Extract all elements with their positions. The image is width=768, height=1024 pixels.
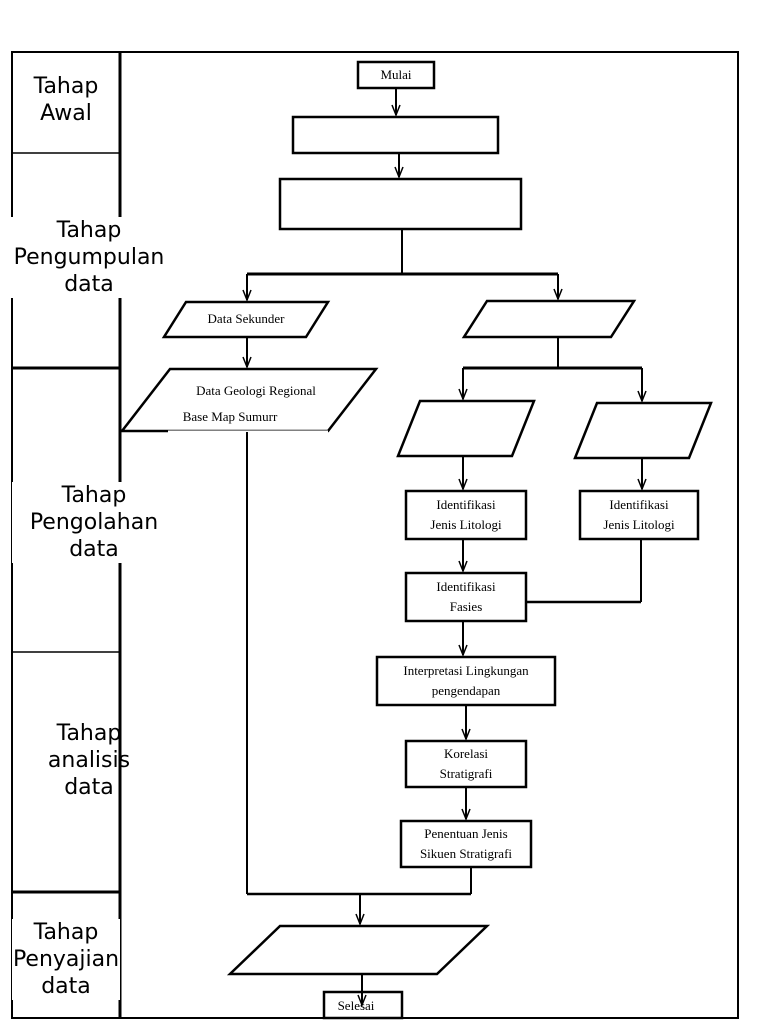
input-parallelogram-right bbox=[573, 401, 713, 460]
input-parallelogram-left bbox=[396, 399, 536, 458]
identifikasi-fasies-label: Identifikasi Fasies bbox=[436, 579, 496, 614]
selesai-label: Selesai bbox=[337, 998, 375, 1013]
mulai-box bbox=[356, 60, 436, 90]
stage-label-penyajian: Tahap Penyajian data bbox=[12, 919, 120, 1000]
process-box-2 bbox=[278, 177, 523, 231]
interpretasi-label: Interpretasi Lingkungan pengendapan bbox=[403, 663, 529, 698]
identifikasi-litologi-left-label: Identifikasi Jenis Litologi bbox=[430, 497, 502, 532]
mulai-label: Mulai bbox=[380, 67, 412, 82]
identifikasi-litologi-right-label: Identifikasi Jenis Litologi bbox=[603, 497, 675, 532]
output-parallelogram bbox=[226, 924, 491, 976]
korelasi-label: Korelasi Stratigrafi bbox=[439, 746, 493, 781]
identifikasi-litologi-left-box bbox=[404, 489, 528, 541]
identifikasi-fasies-box bbox=[404, 571, 528, 623]
stage-label-analisis: Tahap analisis data bbox=[47, 721, 131, 800]
data-sekunder-parallelogram bbox=[161, 300, 331, 339]
stage-label-awal: Tahap Awal bbox=[18, 73, 114, 127]
base-map-label: Base Map Sumurr bbox=[182, 409, 278, 424]
identifikasi-litologi-right-box bbox=[578, 489, 700, 541]
process-box-1 bbox=[291, 115, 500, 155]
stage-label-pengolahan: Tahap Pengolahan data bbox=[12, 482, 176, 563]
data-primer-parallelogram bbox=[461, 299, 637, 339]
penentuan-box bbox=[399, 819, 533, 869]
stage-label-pengumpulan: Tahap Pengumpulan data bbox=[4, 217, 174, 298]
interpretasi-box bbox=[375, 655, 557, 707]
penentuan-label: Penentuan Jenis Sikuen Stratigrafi bbox=[419, 826, 513, 861]
korelasi-box bbox=[404, 739, 528, 789]
data-sekunder-label: Data Sekunder bbox=[207, 311, 285, 326]
data-geologi-label: Data Geologi Regional bbox=[196, 383, 316, 398]
